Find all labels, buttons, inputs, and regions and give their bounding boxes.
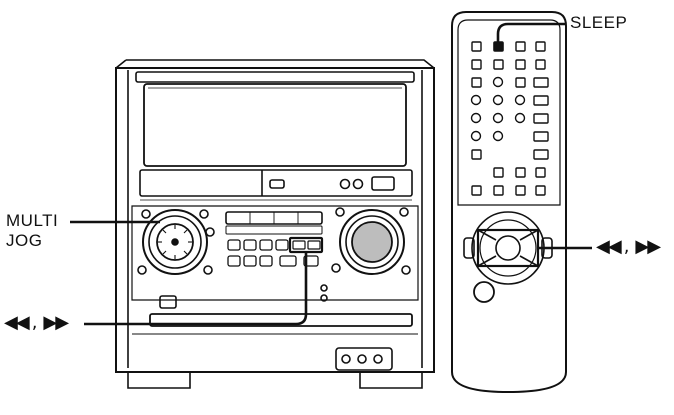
sleep-label: SLEEP (570, 13, 628, 32)
comma: , (31, 312, 40, 333)
jog-label: JOG (6, 231, 43, 250)
fast-forward-icon: ▶▶ (635, 236, 661, 257)
rewind-icon: ◀◀ (4, 312, 30, 333)
rewind-icon: ◀◀ (596, 236, 622, 257)
unit-skip-callout-line (84, 252, 308, 326)
remote-control (451, 11, 567, 394)
multi-label: MULTI (6, 211, 59, 230)
comma: , (623, 236, 632, 257)
fast-forward-icon: ▶▶ (43, 312, 69, 333)
callout-lines (70, 22, 592, 326)
sleep-callout-line (496, 22, 566, 46)
unit-skip-label: ◀◀,▶▶ (4, 312, 69, 333)
stereo-unit (115, 59, 435, 389)
remote-skip-label: ◀◀,▶▶ (596, 236, 661, 257)
